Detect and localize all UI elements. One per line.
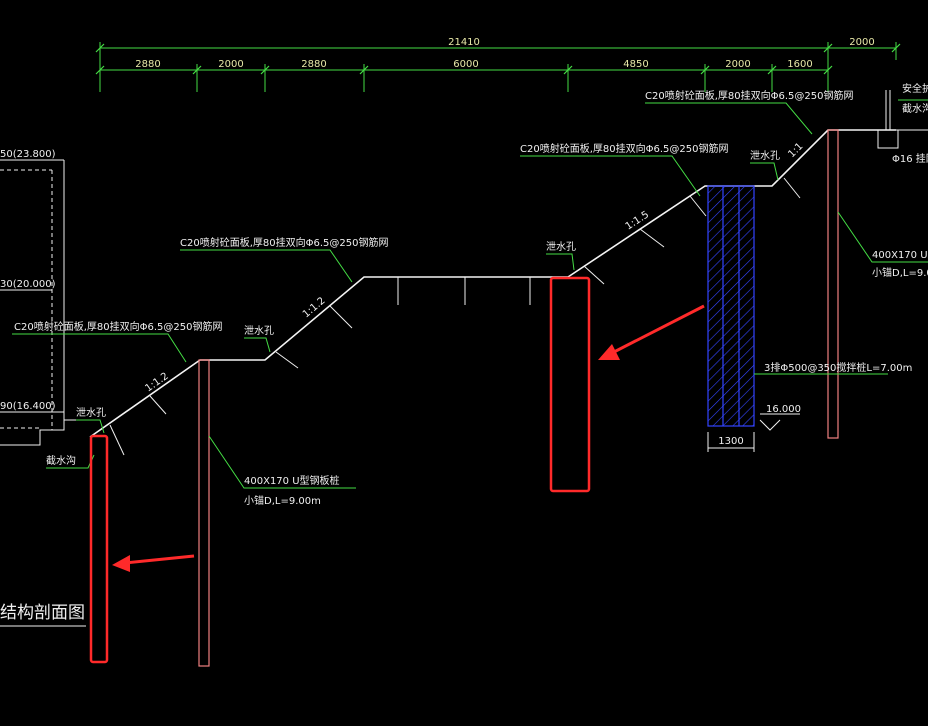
slope-profile: 1:1.2 1:1.2 1:1.5 1:1	[89, 90, 928, 456]
note-drain-ditch: 截水沟	[46, 454, 76, 467]
note-u-pile-right-1: 400X170 U型钢	[872, 248, 928, 261]
note-shotcrete-mid: C20喷射砼面板,厚80挂双向Φ6.5@250钢筋网	[180, 236, 388, 249]
dim-seg-1: 2880	[135, 59, 160, 70]
section-title: 结构剖面图	[0, 603, 85, 623]
slope-ratio-4: 1:1	[786, 141, 805, 160]
highlight-box-middle	[549, 276, 591, 493]
elevation-1: 50(23.800)	[0, 149, 56, 160]
note-drain-hole-1: 泄水孔	[244, 324, 274, 337]
dim-seg-5: 4850	[623, 59, 648, 70]
elevation-2: 30(20.000)	[0, 279, 56, 290]
slope-ratio-3: 1:1.5	[624, 209, 651, 232]
note-shotcrete-left: C20喷射砼面板,厚80挂双向Φ6.5@250钢筋网	[14, 320, 222, 333]
mixing-pile: 1300	[707, 185, 755, 452]
elevation-3: 90(16.400)	[0, 401, 56, 412]
pile-width-label: 1300	[718, 436, 743, 447]
dim-seg-3: 2880	[301, 59, 326, 70]
existing-building: 50(23.800) 30(20.000) 90(16.400)	[0, 149, 90, 446]
note-safety-fence: 安全护栏	[902, 82, 928, 95]
note-drain-hole-2: 泄水孔	[546, 240, 576, 253]
note-drain-hole-3: 泄水孔	[750, 149, 780, 162]
elevation-4: 16.000	[766, 404, 801, 415]
note-u-pile-right-2: 小锚D,L=9.00	[872, 267, 928, 279]
highlight-box-left	[89, 434, 109, 664]
note-drain-right: 截水沟	[902, 102, 928, 115]
note-shotcrete-upper: C20喷射砼面板,厚80挂双向Φ6.5@250钢筋网	[520, 142, 728, 155]
note-u-pile-left-1: 400X170 U型钢板桩	[244, 474, 340, 487]
arrow-left	[112, 554, 195, 572]
slope-ratio-2: 1:1.2	[301, 295, 328, 320]
dimension-chain: 21410 2000 2880 2000 2880 6000 4850 2000…	[95, 37, 901, 92]
arrow-middle	[598, 304, 705, 360]
dim-seg-2: 2000	[218, 59, 243, 70]
dim-seg-7: 1600	[787, 59, 812, 70]
note-mixing-pile: 3排Φ500@350搅拌桩L=7.00m	[764, 361, 912, 374]
leader-lines	[12, 99, 928, 489]
elevation-16: 16.000	[759, 404, 801, 431]
dim-total: 21410	[448, 37, 480, 48]
dim-seg-4: 6000	[453, 59, 478, 70]
note-shotcrete-top: C20喷射砼面板,厚80挂双向Φ6.5@250钢筋网	[645, 89, 853, 102]
dim-top-right: 2000	[849, 37, 874, 48]
note-u-pile-left-2: 小锚D,L=9.00m	[244, 495, 321, 507]
dim-seg-6: 2000	[725, 59, 750, 70]
u-steel-sheet-pile-left	[198, 359, 210, 667]
note-drain-hole-4: 泄水孔	[76, 406, 106, 419]
u-steel-sheet-pile-right	[827, 129, 839, 439]
note-steel-pipe: Φ16 挂网	[892, 152, 928, 165]
